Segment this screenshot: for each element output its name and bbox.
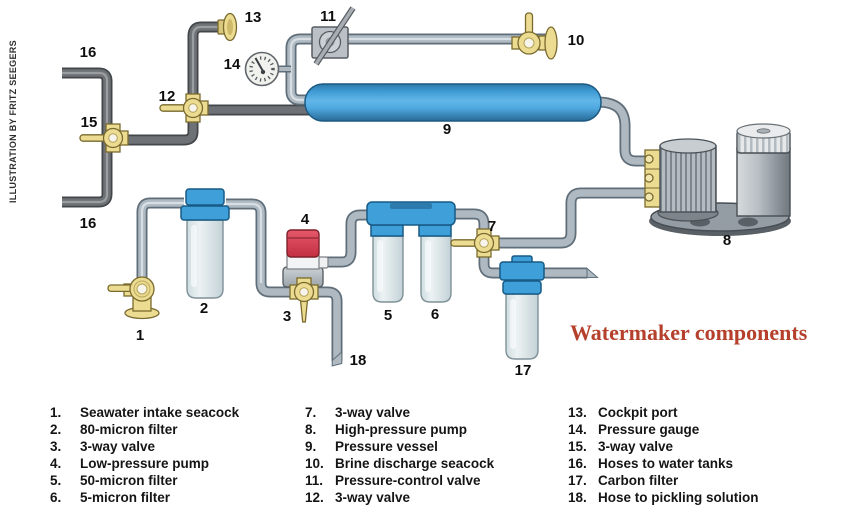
product-hose-tip bbox=[586, 267, 599, 279]
legend-column-1: 1. Seawater intake seacock 2. 80-micron fi… bbox=[50, 405, 300, 506]
legend-number: 3. bbox=[50, 438, 62, 454]
three-way-valve-12 bbox=[159, 93, 209, 123]
label-4: 4 bbox=[301, 211, 310, 228]
legend-item: 17. Carbon filter bbox=[568, 473, 858, 490]
low-pressure-pump bbox=[282, 229, 329, 288]
legend-label: Seawater intake seacock bbox=[80, 405, 240, 420]
label-16-top: 16 bbox=[80, 44, 97, 61]
label-13: 13 bbox=[245, 9, 262, 26]
legend-label: 5-micron filter bbox=[80, 489, 171, 505]
label-8: 8 bbox=[723, 232, 731, 249]
legend-label: Cockpit port bbox=[598, 405, 678, 420]
legend-item: 4. Low-pressure pump bbox=[50, 456, 300, 473]
legend-number: 18. bbox=[568, 489, 587, 505]
legend-label: Brine discharge seacock bbox=[335, 455, 495, 471]
three-way-valve-7 bbox=[450, 228, 500, 258]
legend-item: 5. 50-micron filter bbox=[50, 473, 300, 490]
label-2: 2 bbox=[200, 300, 208, 317]
legend-label: High-pressure pump bbox=[335, 421, 468, 437]
label-15: 15 bbox=[81, 114, 98, 131]
legend-number: 13. bbox=[568, 405, 587, 420]
legend-column-2: 7. 3-way valve 8. High-pressure pump 9. Pre… bbox=[305, 405, 563, 506]
legend-item: 3. 3-way valve bbox=[50, 439, 300, 456]
filter-80-micron bbox=[180, 188, 230, 299]
seawater-intake-seacock bbox=[107, 276, 160, 320]
legend-label: Hoses to water tanks bbox=[598, 455, 734, 471]
legend-item: 6. 5-micron filter bbox=[50, 490, 300, 507]
label-1: 1 bbox=[136, 327, 144, 344]
legend-label: Pressure gauge bbox=[598, 421, 700, 437]
pressure-vessel bbox=[304, 83, 602, 122]
label-18: 18 bbox=[350, 352, 367, 369]
pressure-control-valve bbox=[311, 6, 356, 66]
brine-discharge-seacock bbox=[511, 12, 558, 60]
legend-item: 10. Brine discharge seacock bbox=[305, 456, 563, 473]
legend-number: 9. bbox=[305, 438, 317, 454]
legend-number: 16. bbox=[568, 455, 587, 471]
legend-label: 3-way valve bbox=[335, 489, 411, 505]
legend-item: 11. Pressure-control valve bbox=[305, 473, 563, 490]
diagram-labels: 1 2 3 4 5 6 7 8 9 10 11 12 13 14 15 16 1… bbox=[80, 8, 732, 379]
three-way-valve-3 bbox=[289, 277, 319, 323]
legend-item: 13. Cockpit port bbox=[568, 405, 858, 422]
label-17: 17 bbox=[515, 362, 532, 379]
label-16-bottom: 16 bbox=[80, 215, 97, 232]
legend-number: 1. bbox=[50, 405, 62, 420]
legend-label: Low-pressure pump bbox=[80, 455, 210, 471]
pickling-hose-tip bbox=[331, 350, 343, 367]
watermaker-diagram: 1 2 3 4 5 6 7 8 9 10 11 12 13 14 15 16 1… bbox=[62, 6, 791, 379]
legend-item: 12. 3-way valve bbox=[305, 490, 563, 507]
label-5: 5 bbox=[384, 307, 392, 324]
legend-item: 7. 3-way valve bbox=[305, 405, 563, 422]
label-10: 10 bbox=[568, 32, 585, 49]
legend-number: 12. bbox=[305, 489, 324, 505]
feed-brine-pipes bbox=[136, 33, 650, 367]
legend-item: 2. 80-micron filter bbox=[50, 422, 300, 439]
label-6: 6 bbox=[431, 306, 439, 323]
label-9: 9 bbox=[443, 121, 451, 138]
legend-label: 3-way valve bbox=[598, 438, 674, 454]
illustration-credit: ILLUSTRATION BY FRITZ SEEGERS bbox=[8, 40, 18, 203]
legend-item: 14. Pressure gauge bbox=[568, 422, 858, 439]
diagram-title: Watermaker components bbox=[570, 320, 808, 345]
legend-label: 3-way valve bbox=[80, 438, 156, 454]
pressure-gauge bbox=[244, 51, 280, 87]
legend-label: 50-micron filter bbox=[80, 472, 178, 488]
legend-label: 3-way valve bbox=[335, 405, 411, 420]
legend-label: Hose to pickling solution bbox=[598, 489, 759, 505]
legend-number: 4. bbox=[50, 455, 62, 471]
label-11: 11 bbox=[320, 8, 336, 25]
legend-item: 9. Pressure vessel bbox=[305, 439, 563, 456]
legend-item: 16. Hoses to water tanks bbox=[568, 456, 858, 473]
legend-number: 11. bbox=[305, 472, 324, 488]
high-pressure-pump bbox=[644, 123, 791, 236]
legend-column-3: 13. Cockpit port 14. Pressure gauge 15. 3-w… bbox=[568, 405, 858, 506]
legend-label: 80-micron filter bbox=[80, 421, 178, 437]
legend-number: 14. bbox=[568, 421, 587, 437]
label-14: 14 bbox=[224, 56, 241, 73]
cockpit-port bbox=[217, 12, 238, 42]
legend-number: 5. bbox=[50, 472, 62, 488]
legend-item: 1. Seawater intake seacock bbox=[50, 405, 300, 422]
legend-label: Pressure-control valve bbox=[335, 472, 481, 488]
legend-label: Pressure vessel bbox=[335, 438, 438, 454]
label-3: 3 bbox=[283, 308, 291, 325]
three-way-valve-15 bbox=[79, 123, 129, 153]
legend-number: 8. bbox=[305, 421, 317, 437]
legend-number: 6. bbox=[50, 489, 62, 505]
filter-50-and-5-micron bbox=[366, 201, 456, 303]
label-7: 7 bbox=[488, 218, 496, 235]
legend-number: 10. bbox=[305, 455, 324, 471]
legend-item: 18. Hose to pickling solution bbox=[568, 490, 858, 507]
label-12: 12 bbox=[159, 88, 176, 105]
legend-number: 17. bbox=[568, 472, 587, 488]
legend-label: Carbon filter bbox=[598, 472, 679, 488]
carbon-filter bbox=[499, 255, 545, 360]
legend-item: 15. 3-way valve bbox=[568, 439, 858, 456]
legend-number: 7. bbox=[305, 405, 317, 420]
legend-number: 15. bbox=[568, 438, 587, 454]
legend-item: 8. High-pressure pump bbox=[305, 422, 563, 439]
legend-number: 2. bbox=[50, 421, 62, 437]
